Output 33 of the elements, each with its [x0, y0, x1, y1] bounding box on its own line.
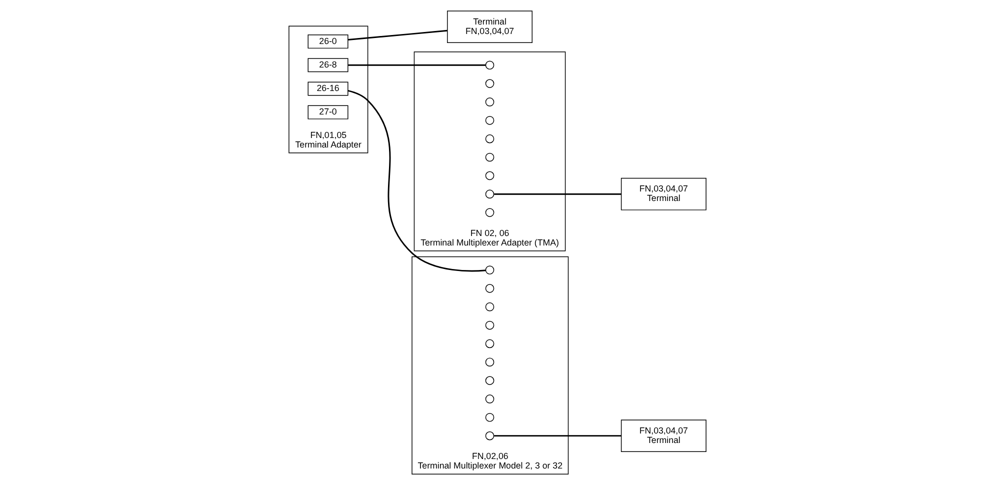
- node-circle: [485, 208, 494, 217]
- node-circle: [485, 79, 494, 88]
- connector: [494, 435, 622, 437]
- cluster: FN,02,06 Terminal Multiplexer Model 2, 3 or 32: [412, 256, 569, 474]
- cluster: FN 02, 06 Terminal Multiplexer Adapter (TMA): [414, 52, 566, 252]
- node-circle: [485, 339, 494, 348]
- node-circle: [485, 320, 494, 330]
- node-circle: [485, 190, 494, 199]
- node-box: FN,03,04,07 Terminal: [620, 420, 706, 452]
- node-circle: [485, 412, 494, 422]
- node-circle: [485, 116, 494, 125]
- node-circle: [485, 284, 494, 293]
- node-circle: [485, 134, 494, 144]
- node-circle: [485, 302, 494, 312]
- connector: [348, 64, 486, 66]
- node-circle: [485, 358, 494, 367]
- connector: [348, 90, 486, 272]
- node-box: 26-8: [308, 58, 348, 72]
- connector: [494, 193, 622, 195]
- node-box: FN,03,04,07 Terminal: [620, 178, 706, 210]
- node-circle: [485, 431, 494, 440]
- node-box: 27-0: [308, 105, 348, 120]
- node-box: 26-0: [308, 34, 348, 49]
- connector: [348, 30, 448, 41]
- node-circle: [485, 152, 494, 162]
- node-box: 26-16: [308, 82, 348, 96]
- node-circle: [485, 394, 494, 404]
- node-circle: [485, 266, 494, 274]
- node-box: Terminal FN,03,04,07: [447, 10, 532, 44]
- node-circle: [485, 376, 494, 385]
- node-circle: [485, 98, 494, 106]
- node-circle: [485, 60, 494, 70]
- node-circle: [485, 171, 494, 180]
